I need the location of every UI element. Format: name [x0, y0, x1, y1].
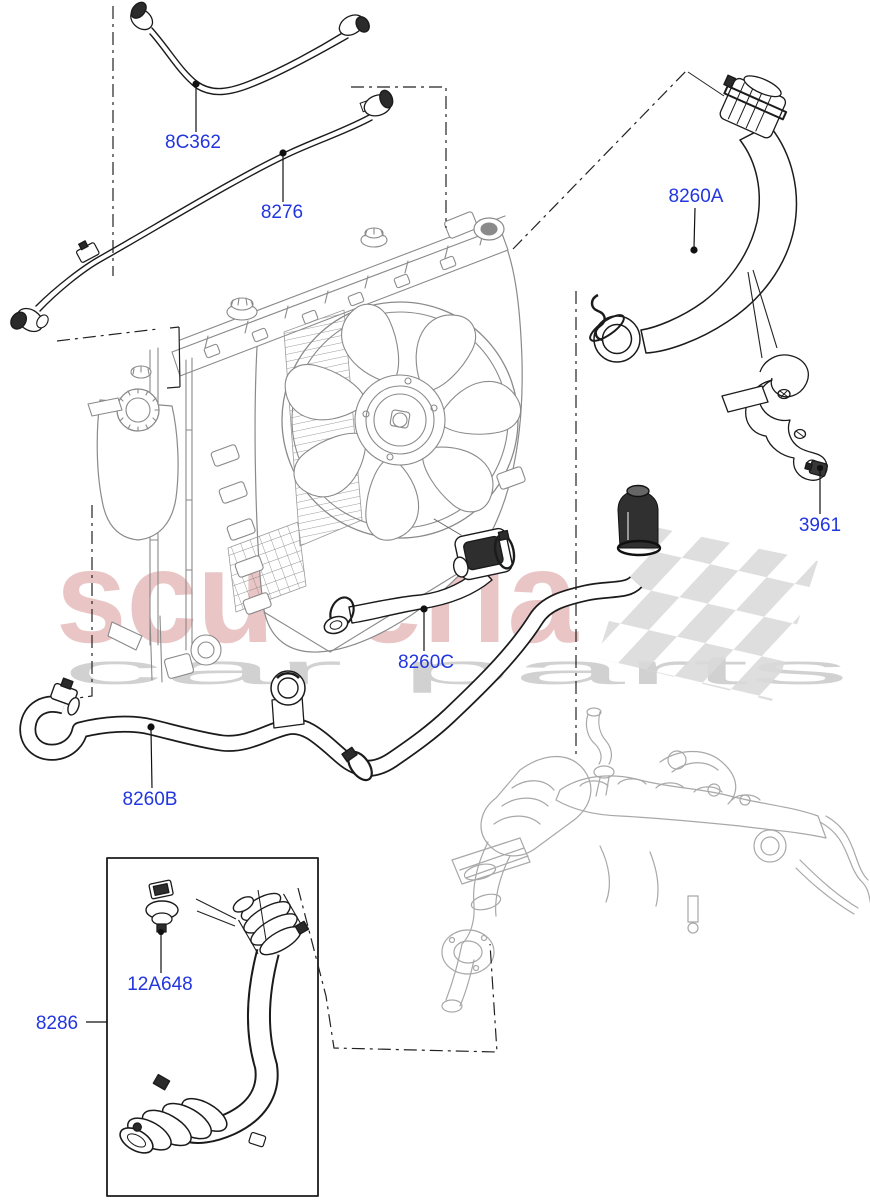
sensor-12a648-drawing — [145, 879, 179, 933]
part-label-8260b[interactable]: 8260B — [122, 789, 178, 810]
hose-8260b-drawing — [19, 484, 662, 782]
part-label-12a648[interactable]: 12A648 — [127, 974, 193, 995]
engine-assembly-drawing — [441, 707, 870, 1013]
hose-8286-drawing — [119, 889, 310, 1154]
checkered-flag-watermark — [597, 524, 818, 701]
part-label-8286[interactable]: 8286 — [35, 1013, 79, 1034]
hose-8260a-drawing — [589, 74, 798, 363]
hose-8260c-drawing — [323, 527, 516, 635]
pipe-8276-drawing — [10, 89, 394, 333]
hose-8286-box — [106, 857, 319, 1197]
callout-leaders — [86, 80, 824, 1023]
part-label-8260c[interactable]: 8260C — [398, 652, 454, 673]
part-label-8276[interactable]: 8276 — [260, 202, 304, 223]
part-label-8260a[interactable]: 8260A — [668, 186, 724, 207]
part-label-8c362[interactable]: 8C362 — [165, 132, 221, 153]
pipe-8c362-drawing — [130, 1, 370, 96]
boundary-lines — [56, 6, 778, 1053]
bracket-3961-drawing — [721, 354, 828, 481]
part-label-3961[interactable]: 3961 — [798, 515, 842, 536]
